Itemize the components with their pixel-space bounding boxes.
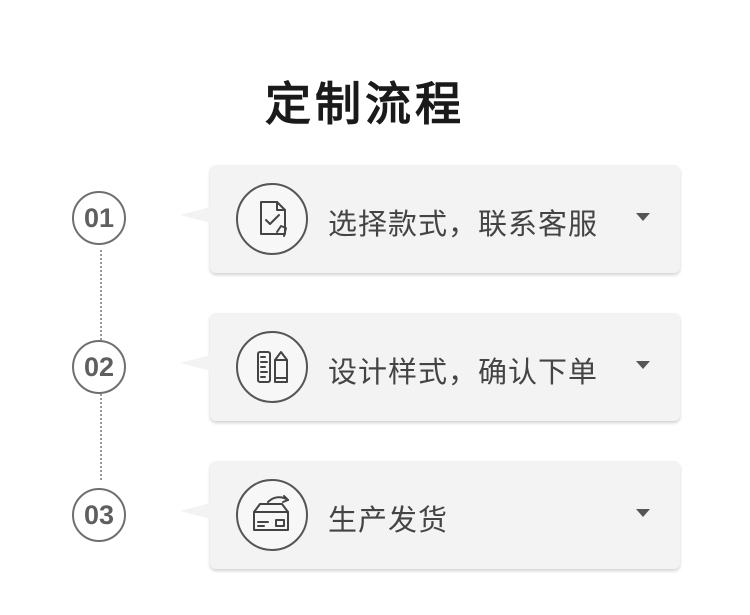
delivery-box-icon	[236, 479, 308, 551]
step-number-2: 02	[72, 340, 126, 394]
page-title: 定制流程	[265, 77, 465, 131]
step-card-3[interactable]: 生产发货	[180, 461, 680, 569]
step-label-2: 设计样式，确认下单	[328, 355, 599, 389]
step-label-1: 选择款式，联系客服	[328, 207, 599, 241]
chevron-down-icon[interactable]	[636, 213, 650, 221]
document-check-icon	[236, 183, 308, 255]
chevron-down-icon[interactable]	[636, 509, 650, 517]
step-card-2[interactable]: 设计样式，确认下单	[180, 313, 680, 421]
chevron-down-icon[interactable]	[636, 361, 650, 369]
step-card-1[interactable]: 选择款式，联系客服	[180, 165, 680, 273]
step-number-1: 01	[72, 191, 126, 245]
ruler-pencil-icon	[236, 331, 308, 403]
step-number-3: 03	[72, 488, 126, 542]
step-label-3: 生产发货	[328, 503, 449, 537]
